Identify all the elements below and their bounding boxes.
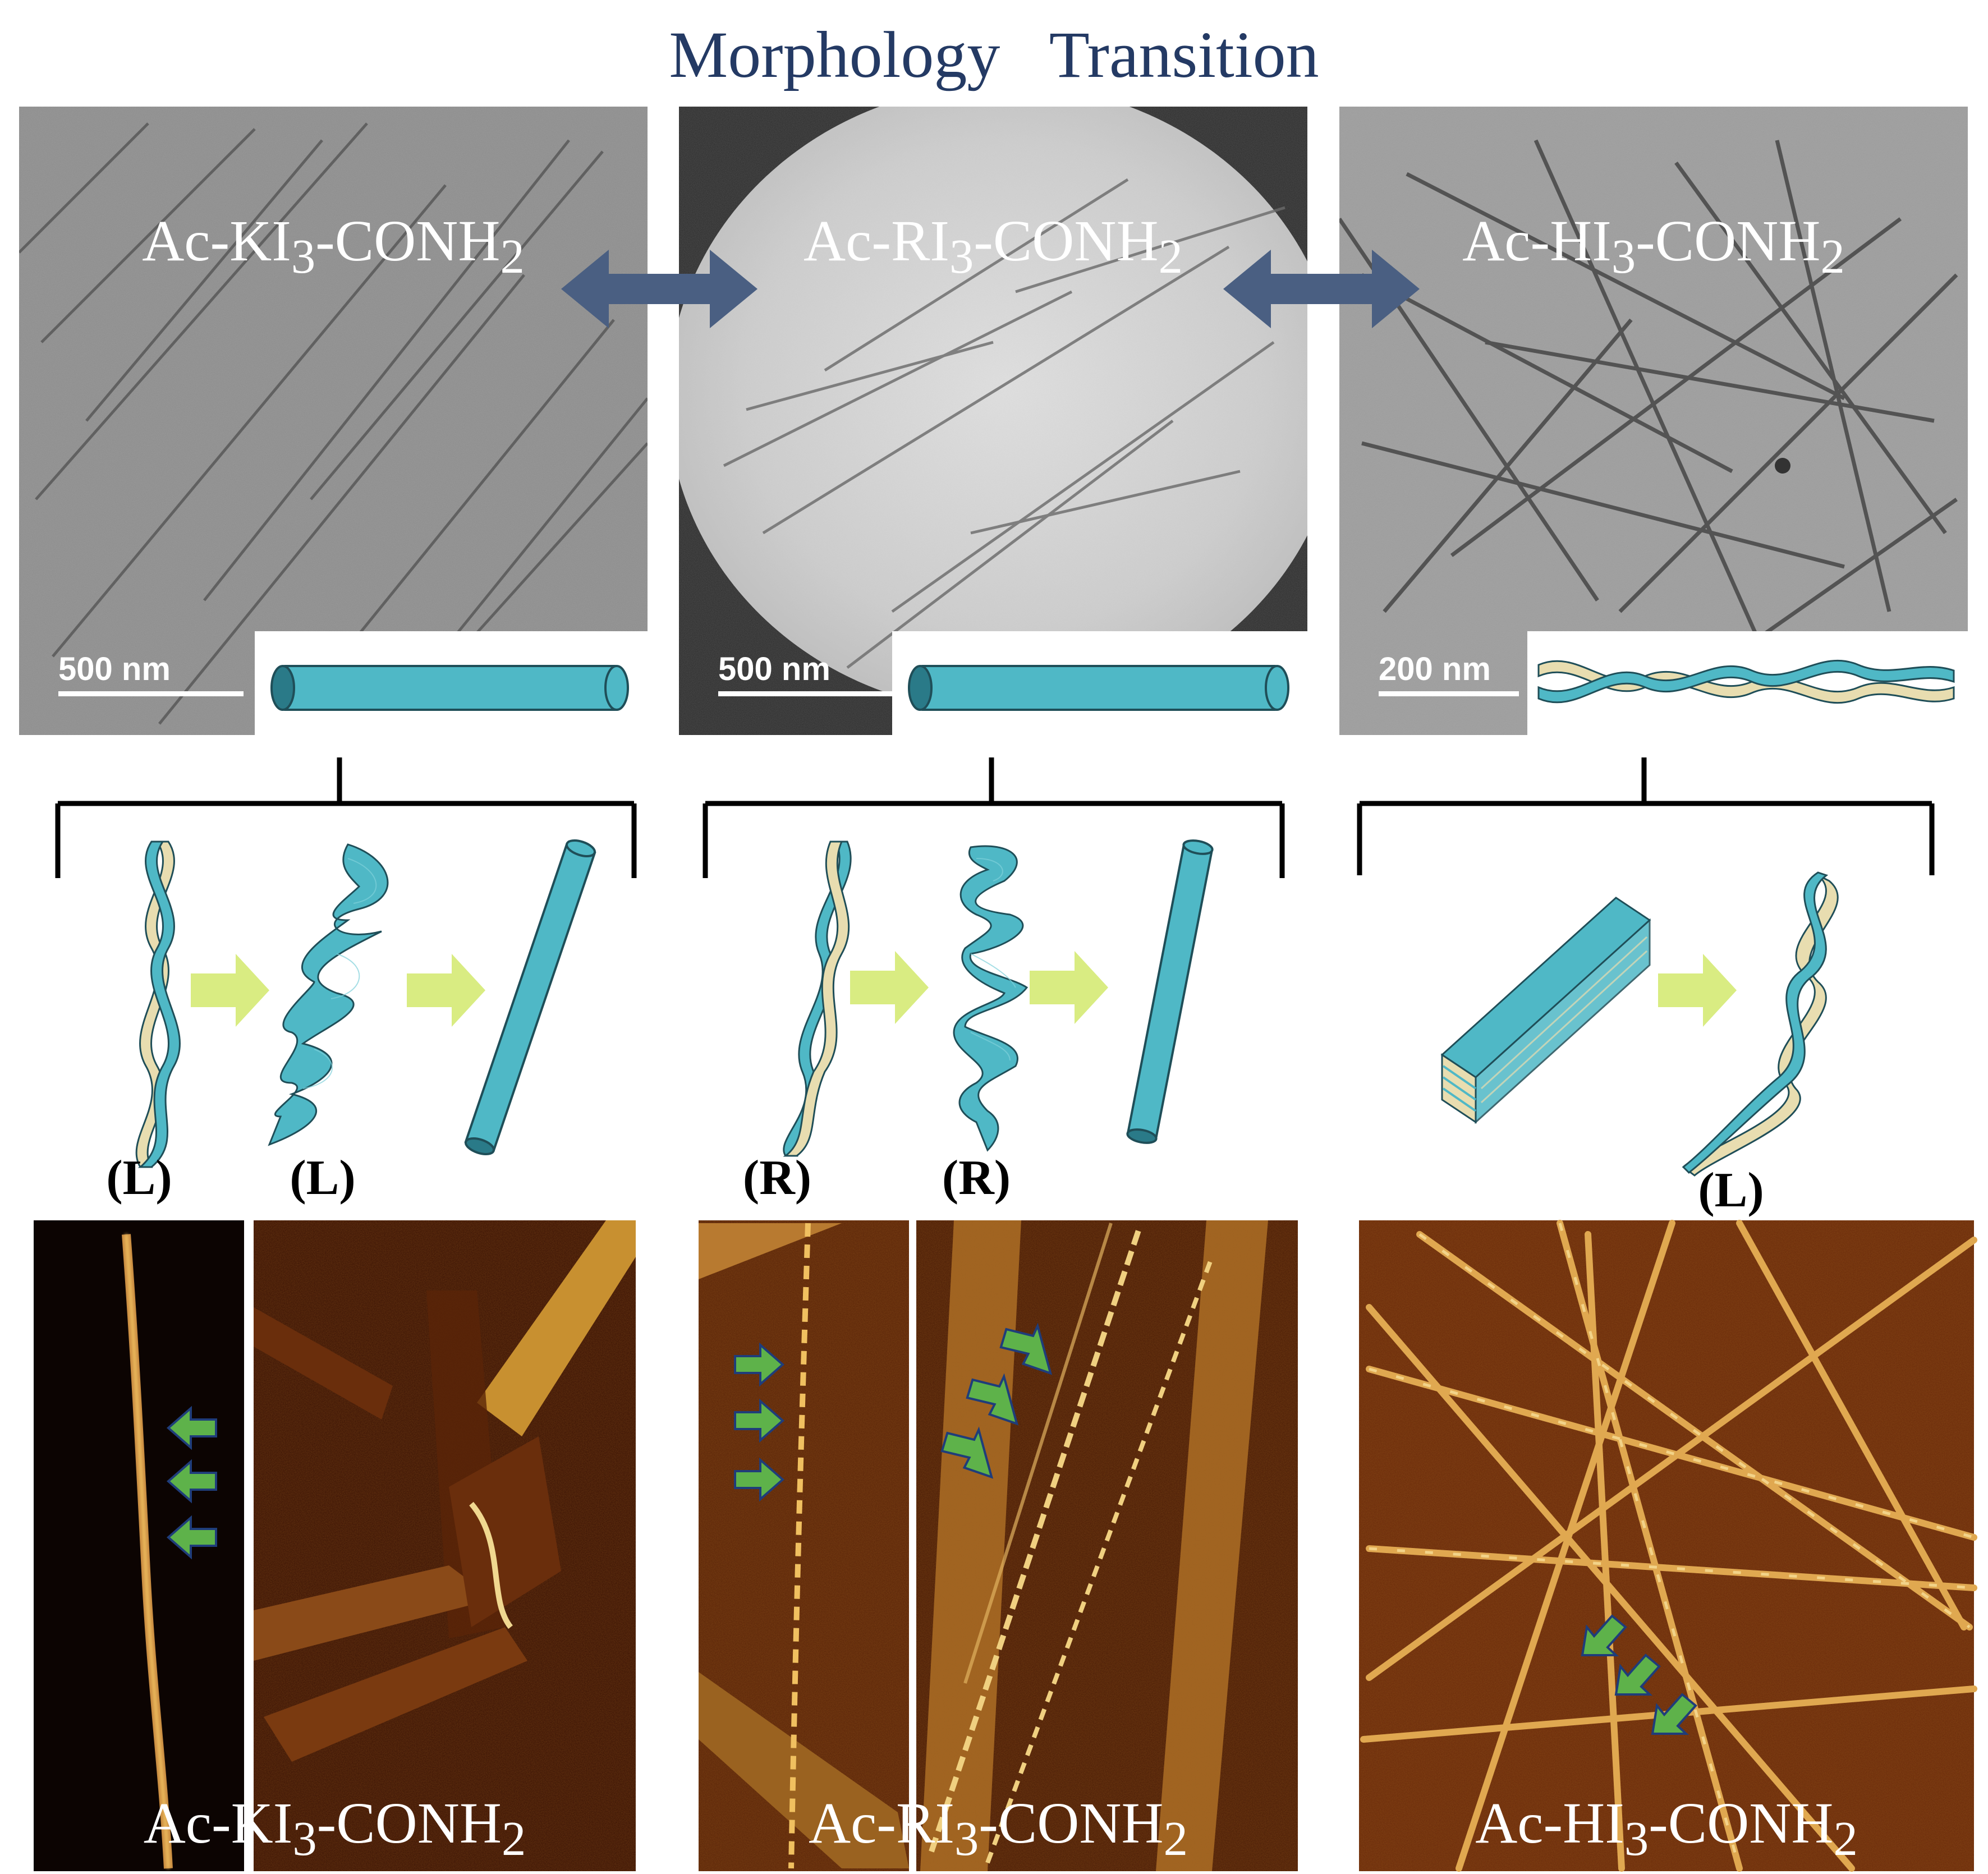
- tem-inset-ri3: [892, 631, 1307, 735]
- process-arrow-icon: [407, 954, 485, 1027]
- process-arrow-icon: [1658, 954, 1737, 1027]
- afm-label-ri3: Ac-RI3-CONH2: [809, 1791, 1188, 1866]
- twisted-ribbon-icon: [135, 840, 181, 1168]
- handedness-label: (L): [106, 1151, 172, 1205]
- afm-markers-ki3: [166, 1405, 217, 1560]
- green-arrow-marker-icon: [940, 1426, 994, 1479]
- afm-image-ri3-left: [699, 1220, 909, 1871]
- green-arrow-marker-icon: [1651, 1693, 1697, 1735]
- tem-inset-hi3: [1527, 631, 1968, 735]
- helical-ribbon-icon: [268, 843, 389, 1146]
- afm-image-ri3-right: [916, 1220, 1298, 1871]
- green-arrow-marker-icon: [734, 1398, 785, 1443]
- twisted-ribbon-icon: [783, 840, 852, 1157]
- green-arrow-marker-icon: [734, 1457, 785, 1502]
- tem-panel-ki3: Ac-KI3-CONH2 500 nm: [19, 107, 648, 735]
- tem-panel-hi3: Ac-HI3-CONH2 200 nm: [1339, 107, 1968, 735]
- process-arrow-icon: [191, 954, 269, 1027]
- green-arrow-marker-icon: [1581, 1614, 1627, 1656]
- afm-markers-ri3-right: [940, 1322, 1053, 1479]
- lamellar-stack-icon: [1440, 897, 1651, 1124]
- green-arrow-marker-icon: [999, 1322, 1053, 1375]
- afm-label-ki3: Ac-KI3-CONH2: [143, 1791, 526, 1866]
- afm-image-ki3-left: [34, 1220, 244, 1871]
- scale-bar-hi3: 200 nm: [1379, 651, 1519, 696]
- handedness-label: (R): [742, 1151, 812, 1205]
- afm-markers-hi3: [1581, 1614, 1697, 1735]
- scale-bar-ri3: 500 nm: [718, 651, 903, 696]
- green-arrow-marker-icon: [166, 1459, 217, 1504]
- nanotube-icon: [1126, 839, 1214, 1144]
- tem-label-hi3: Ac-HI3-CONH2: [1462, 209, 1845, 283]
- twisted-ribbon-model-icon: [1537, 659, 1955, 704]
- tem-image-ki3: [19, 107, 648, 735]
- tem-inset-ki3: [255, 631, 648, 735]
- green-arrow-marker-icon: [734, 1342, 785, 1387]
- handedness-label: (R): [942, 1151, 1011, 1205]
- green-arrow-marker-icon: [166, 1405, 217, 1450]
- afm-image-ki3-right: [254, 1220, 636, 1871]
- afm-image-hi3: [1359, 1220, 1977, 1872]
- tem-image-ri3: [679, 107, 1307, 735]
- bracket-ri3: [703, 757, 1285, 878]
- nanotube-model-icon: [908, 665, 1289, 711]
- figure-title: Morphology Transition: [669, 18, 1319, 91]
- nanotube-icon: [464, 839, 596, 1155]
- helical-ribbon-icon: [953, 845, 1029, 1152]
- green-arrow-marker-icon: [166, 1515, 217, 1560]
- green-arrow-marker-icon: [966, 1373, 1019, 1426]
- afm-markers-ri3-left: [734, 1342, 785, 1502]
- process-arrow-icon: [850, 951, 929, 1024]
- tem-label-ri3: Ac-RI3-CONH2: [804, 209, 1183, 283]
- process-arrow-icon: [1030, 951, 1108, 1024]
- handedness-label: (L): [290, 1151, 356, 1205]
- bracket-hi3: [1357, 757, 1935, 875]
- twisted-ribbon-icon: [1682, 871, 1839, 1177]
- handedness-label: (L): [1698, 1163, 1764, 1218]
- nanotube-model-icon: [270, 665, 629, 711]
- tem-label-ki3: Ac-KI3-CONH2: [142, 209, 525, 283]
- green-arrow-marker-icon: [1614, 1653, 1661, 1696]
- scale-bar-ki3: 500 nm: [58, 651, 244, 696]
- bracket-ki3: [55, 757, 637, 878]
- afm-label-hi3: Ac-HI3-CONH2: [1475, 1791, 1858, 1866]
- tem-panel-ri3: Ac-RI3-CONH2 500 nm: [679, 107, 1307, 735]
- tem-image-hi3: [1339, 107, 1968, 735]
